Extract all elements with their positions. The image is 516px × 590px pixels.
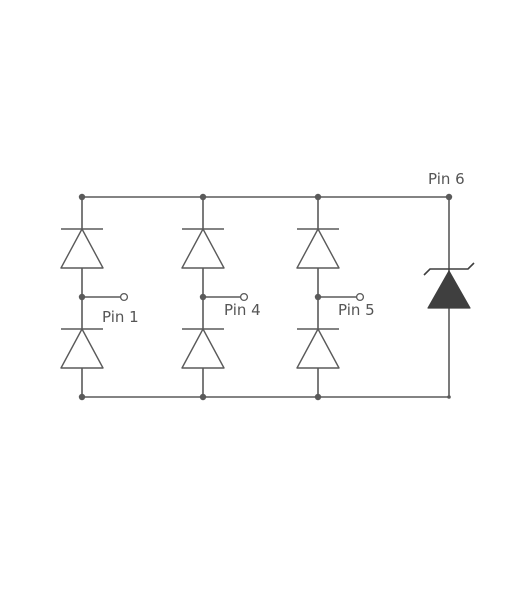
junction-dot xyxy=(314,293,322,301)
lower-diode-1-body xyxy=(60,328,104,369)
upper-diode-1-body xyxy=(60,228,104,269)
upper-diode-3-body xyxy=(296,228,340,269)
pin-5-label: Pin 5 xyxy=(338,301,375,319)
upper-diode-1 xyxy=(60,228,104,269)
pin-4-label: Pin 4 xyxy=(224,301,261,319)
pin-6-node[interactable] xyxy=(445,193,453,201)
tvs-diode-body xyxy=(427,270,471,309)
pin-1-label: Pin 1 xyxy=(102,308,139,326)
junction-dot xyxy=(78,393,86,401)
tvs-diode-column: Pin 6 xyxy=(423,170,475,399)
tvs-diode xyxy=(423,262,475,309)
junction-dot xyxy=(314,393,322,401)
lower-diode-3-body xyxy=(296,328,340,369)
junction-dot xyxy=(78,293,86,301)
lower-diode-2-body xyxy=(181,328,225,369)
junction-dot xyxy=(314,193,322,201)
upper-diode-3 xyxy=(296,228,340,269)
diode-column-1: Pin 1 xyxy=(60,193,139,401)
lower-diode-3 xyxy=(296,328,340,369)
junction-dot xyxy=(199,293,207,301)
junction-dot xyxy=(447,395,451,399)
lower-diode-2 xyxy=(181,328,225,369)
junction-dot xyxy=(78,193,86,201)
pin-6-label: Pin 6 xyxy=(428,170,465,188)
diode-column-2: Pin 4 xyxy=(181,193,261,401)
pin-1-terminal[interactable] xyxy=(119,292,129,302)
junction-dot xyxy=(199,193,207,201)
pin-5-terminal[interactable] xyxy=(355,292,365,302)
lower-diode-1 xyxy=(60,328,104,369)
pin-4-terminal[interactable] xyxy=(239,292,249,302)
upper-diode-2 xyxy=(181,228,225,269)
tvs-diode-cathode xyxy=(423,262,475,276)
junction-dot xyxy=(199,393,207,401)
upper-diode-2-body xyxy=(181,228,225,269)
diode-column-3: Pin 5 xyxy=(296,193,375,401)
